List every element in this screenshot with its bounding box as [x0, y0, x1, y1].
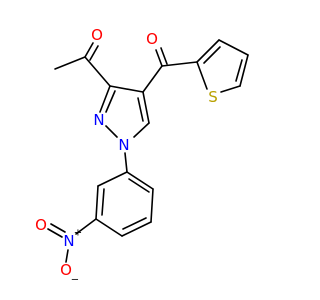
bond-nitro-single: [65, 249, 69, 263]
bond-ph-c1-c2: [126, 171, 154, 190]
bond-ph-c3-c4-inner: [122, 217, 147, 230]
atom-o-acetyl: O: [91, 26, 103, 44]
bond-th-c2-c3-inner: [203, 46, 221, 64]
bond-c5-n1: [133, 122, 150, 138]
bond-c3-c4: [109, 85, 144, 93]
bond-n2-c3-inner: [105, 90, 116, 113]
bond-th-c4-c5: [239, 54, 249, 87]
bond-ph-c2-c3: [150, 188, 154, 223]
atom-s-thiophene: S: [208, 88, 218, 106]
molecule-canvas: O O S N N N + O O −: [35, 26, 249, 286]
bond-n1-phenyl: [124, 152, 128, 173]
atom-o-nitro-minus: O: [60, 261, 72, 279]
bond-ph-nitro: [75, 218, 97, 235]
bond-layer: [47, 39, 249, 263]
atom-n2-pyrazole: N: [93, 111, 104, 129]
bond-acetyl-methyl: [54, 56, 86, 70]
molecule-structure: O O S N N N + O O −: [35, 26, 249, 286]
bond-acetyl-co-single: [84, 56, 111, 87]
bond-ph-c6-c1: [97, 171, 128, 187]
bond-ketone-double-b: [160, 47, 168, 65]
bond-c4-c5-inner: [137, 97, 144, 122]
bond-ph-c4-c5: [95, 218, 123, 237]
bond-nitro-double-b: [50, 223, 66, 233]
atom-o-nitro-double: O: [35, 216, 47, 234]
bond-c4-c5: [142, 91, 150, 124]
atom-o-ketone: O: [146, 30, 158, 48]
atom-n-nitro: N: [63, 232, 74, 250]
bond-carbonyl-thiophene: [161, 61, 198, 67]
bond-th-c4-c5-inner: [235, 59, 243, 82]
bond-ph-c1-c2-inner: [128, 178, 150, 193]
bond-n2-c3: [99, 85, 111, 113]
bond-ph-c5-c6-inner: [101, 188, 105, 216]
bond-nitro-double-a: [47, 228, 63, 238]
bond-ph-c5-c6: [95, 185, 99, 220]
bond-acetyl-co-double-a: [84, 42, 94, 58]
charge-minus-nitro: −: [71, 275, 79, 286]
bond-n1-n2: [105, 125, 118, 138]
bond-acetyl-co-double-b: [89, 45, 99, 61]
charge-plus-nitro: +: [74, 228, 82, 239]
atom-n1-pyrazole: N: [118, 136, 129, 154]
bond-c4-carbonyl: [142, 65, 163, 93]
bond-ketone-double-a: [155, 49, 163, 67]
bond-th-c2-c3: [196, 39, 220, 63]
bond-th-c5-s: [220, 85, 241, 93]
bond-ph-c3-c4: [121, 221, 152, 237]
bond-th-s-c2: [196, 61, 208, 90]
atom-label-layer: O O S N N N + O O −: [35, 26, 218, 286]
bond-th-c3-c4: [218, 39, 249, 56]
